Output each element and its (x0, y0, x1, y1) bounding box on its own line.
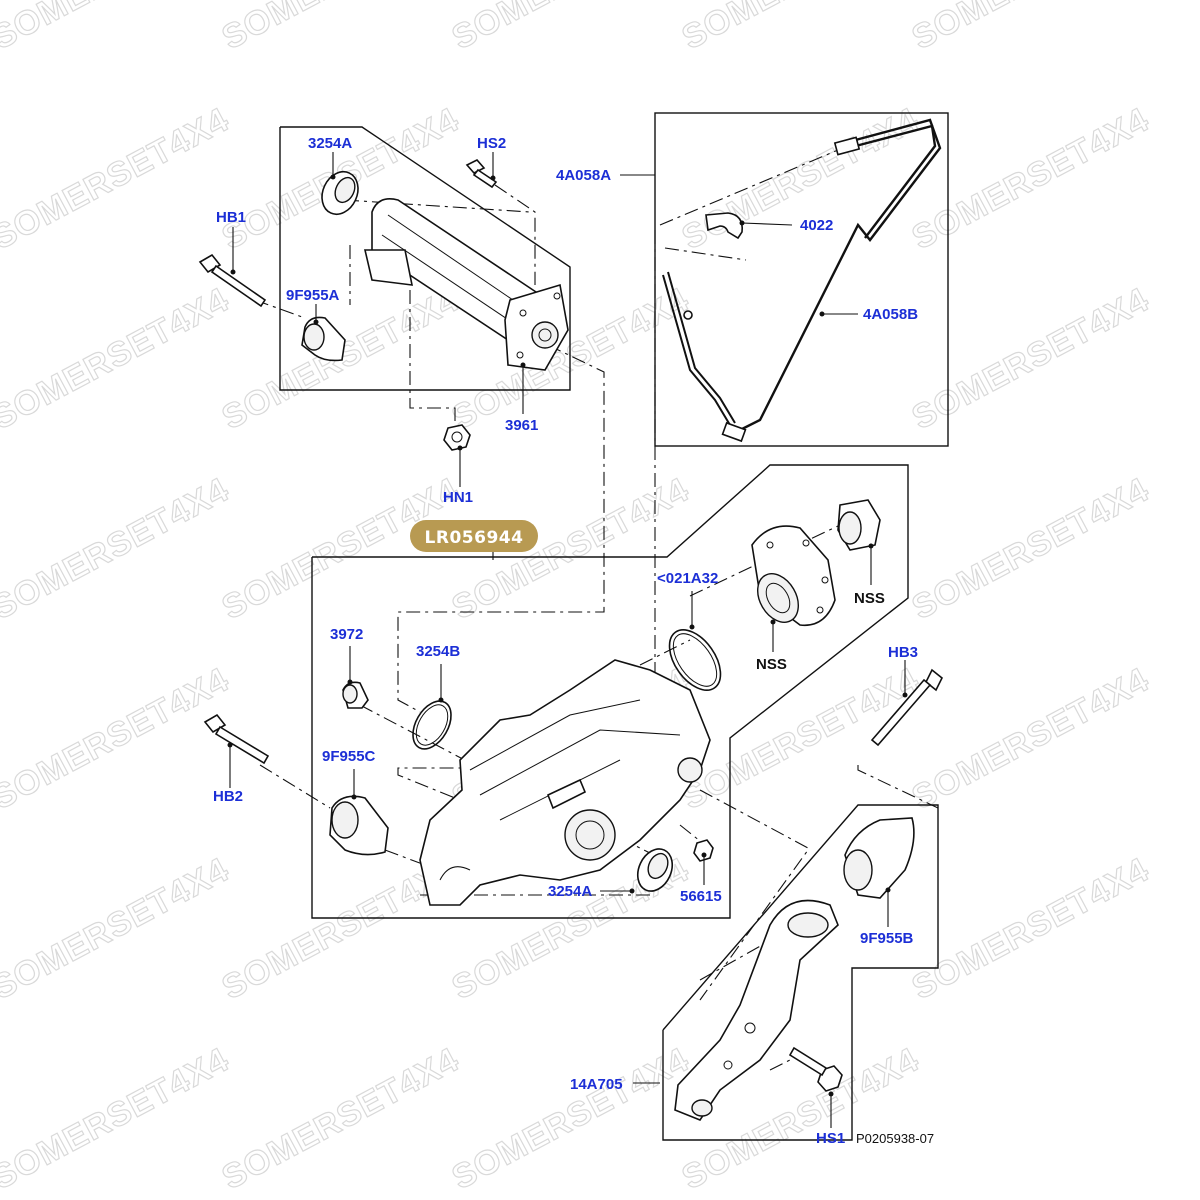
bolt-HB2 (203, 713, 270, 765)
seal-3254A-bottom (636, 848, 674, 892)
watermark-text: SOMERSET4X4 (0, 660, 235, 817)
diagram-reference-code: P0205938-07 (856, 1131, 934, 1146)
callout-3254A-bottom[interactable]: 3254A (548, 883, 592, 900)
watermark-text: SOMERSET4X4 (216, 0, 465, 57)
bolt-HB1 (198, 253, 267, 308)
callout-labels: 3254A HS2 4A058A 4022 HB1 9F955A 4A058B … (213, 135, 918, 1147)
group-frames (279, 112, 949, 1141)
callout-14A705[interactable]: 14A705 (570, 1076, 623, 1093)
callout-9F955A[interactable]: 9F955A (286, 287, 340, 304)
callout-9F955C[interactable]: 9F955C (322, 748, 376, 765)
watermark-text: SOMERSET4X4 (906, 470, 1155, 627)
callout-021A32[interactable]: <021A32 (657, 570, 718, 587)
breather-elbow-4022 (705, 212, 744, 240)
callout-4A058B[interactable]: 4A058B (863, 306, 918, 323)
o-ring-021A32 (668, 629, 722, 691)
mount-bracket-14A705 (674, 899, 839, 1121)
flange-nut-NSS (837, 499, 881, 551)
sleeve-3972 (342, 681, 369, 709)
watermark-text: SOMERSET4X4 (906, 280, 1155, 437)
callout-HB1[interactable]: HB1 (216, 209, 246, 226)
watermark-text: SOMERSET4X4 (0, 1040, 235, 1197)
callout-56615[interactable]: 56615 (680, 888, 722, 905)
watermark-text: SOMERSET4X4 (0, 470, 235, 627)
breather-tube-4A058B (662, 118, 942, 443)
bolt-HB3 (870, 668, 944, 747)
frame-mount-bracket (662, 804, 939, 1141)
callout-NSS-flange[interactable]: NSS (756, 656, 787, 673)
leader-lines (227, 152, 908, 1128)
watermark-text: SOMERSET4X4 (216, 1040, 465, 1197)
bolt-HS2 (465, 159, 498, 189)
callout-HS1[interactable]: HS1 (816, 1130, 845, 1147)
shaft-3961 (363, 198, 569, 371)
bushing-9F955C (329, 795, 389, 856)
differential-housing (419, 659, 711, 906)
watermark-text: SOMERSET4X4 (906, 850, 1155, 1007)
frame-breather-tubes (654, 112, 949, 447)
bolt-HS1 (788, 1046, 843, 1092)
seal-3254A-top (321, 171, 359, 215)
plug-56615 (693, 839, 714, 862)
callout-4A058A[interactable]: 4A058A (556, 167, 611, 184)
watermark-text: SOMERSET4X4 (446, 0, 695, 57)
watermark-text: SOMERSET4X4 (906, 660, 1155, 817)
part-number-badge: LR056944 (410, 520, 538, 560)
frame-main-assembly (311, 464, 909, 919)
frame-intermediate-shaft (279, 126, 571, 391)
callout-HB3[interactable]: HB3 (888, 644, 918, 661)
flange-NSS (751, 525, 836, 627)
callout-3961[interactable]: 3961 (505, 417, 538, 434)
o-ring-3254B (412, 700, 452, 750)
callout-9F955B[interactable]: 9F955B (860, 930, 914, 947)
callout-HB2[interactable]: HB2 (213, 788, 243, 805)
watermark-text: SOMERSET4X4 (906, 0, 1155, 57)
watermark-text: SOMERSET4X4 (446, 1040, 695, 1197)
badge-text: LR056944 (425, 528, 524, 548)
watermark-text: SOMERSET4X4 (0, 100, 235, 257)
watermark-text: SOMERSET4X4 (676, 0, 925, 57)
callout-3972[interactable]: 3972 (330, 626, 363, 643)
callout-HS2[interactable]: HS2 (477, 135, 506, 152)
callout-3254A-top[interactable]: 3254A (308, 135, 352, 152)
watermark-text: SOMERSET4X4 (906, 100, 1155, 257)
watermark-text: SOMERSET4X4 (0, 850, 235, 1007)
callout-3254B[interactable]: 3254B (416, 643, 460, 660)
callout-NSS-nut[interactable]: NSS (854, 590, 885, 607)
callout-HN1[interactable]: HN1 (443, 489, 473, 506)
watermark-text: SOMERSET4X4 (0, 280, 235, 437)
bushing-9F955A (301, 316, 346, 362)
bushing-9F955B (843, 817, 915, 899)
badge-background (410, 520, 538, 552)
callout-4022[interactable]: 4022 (800, 217, 833, 234)
watermark-text: SOMERSET4X4 (0, 0, 235, 57)
nut-HN1 (443, 424, 471, 451)
